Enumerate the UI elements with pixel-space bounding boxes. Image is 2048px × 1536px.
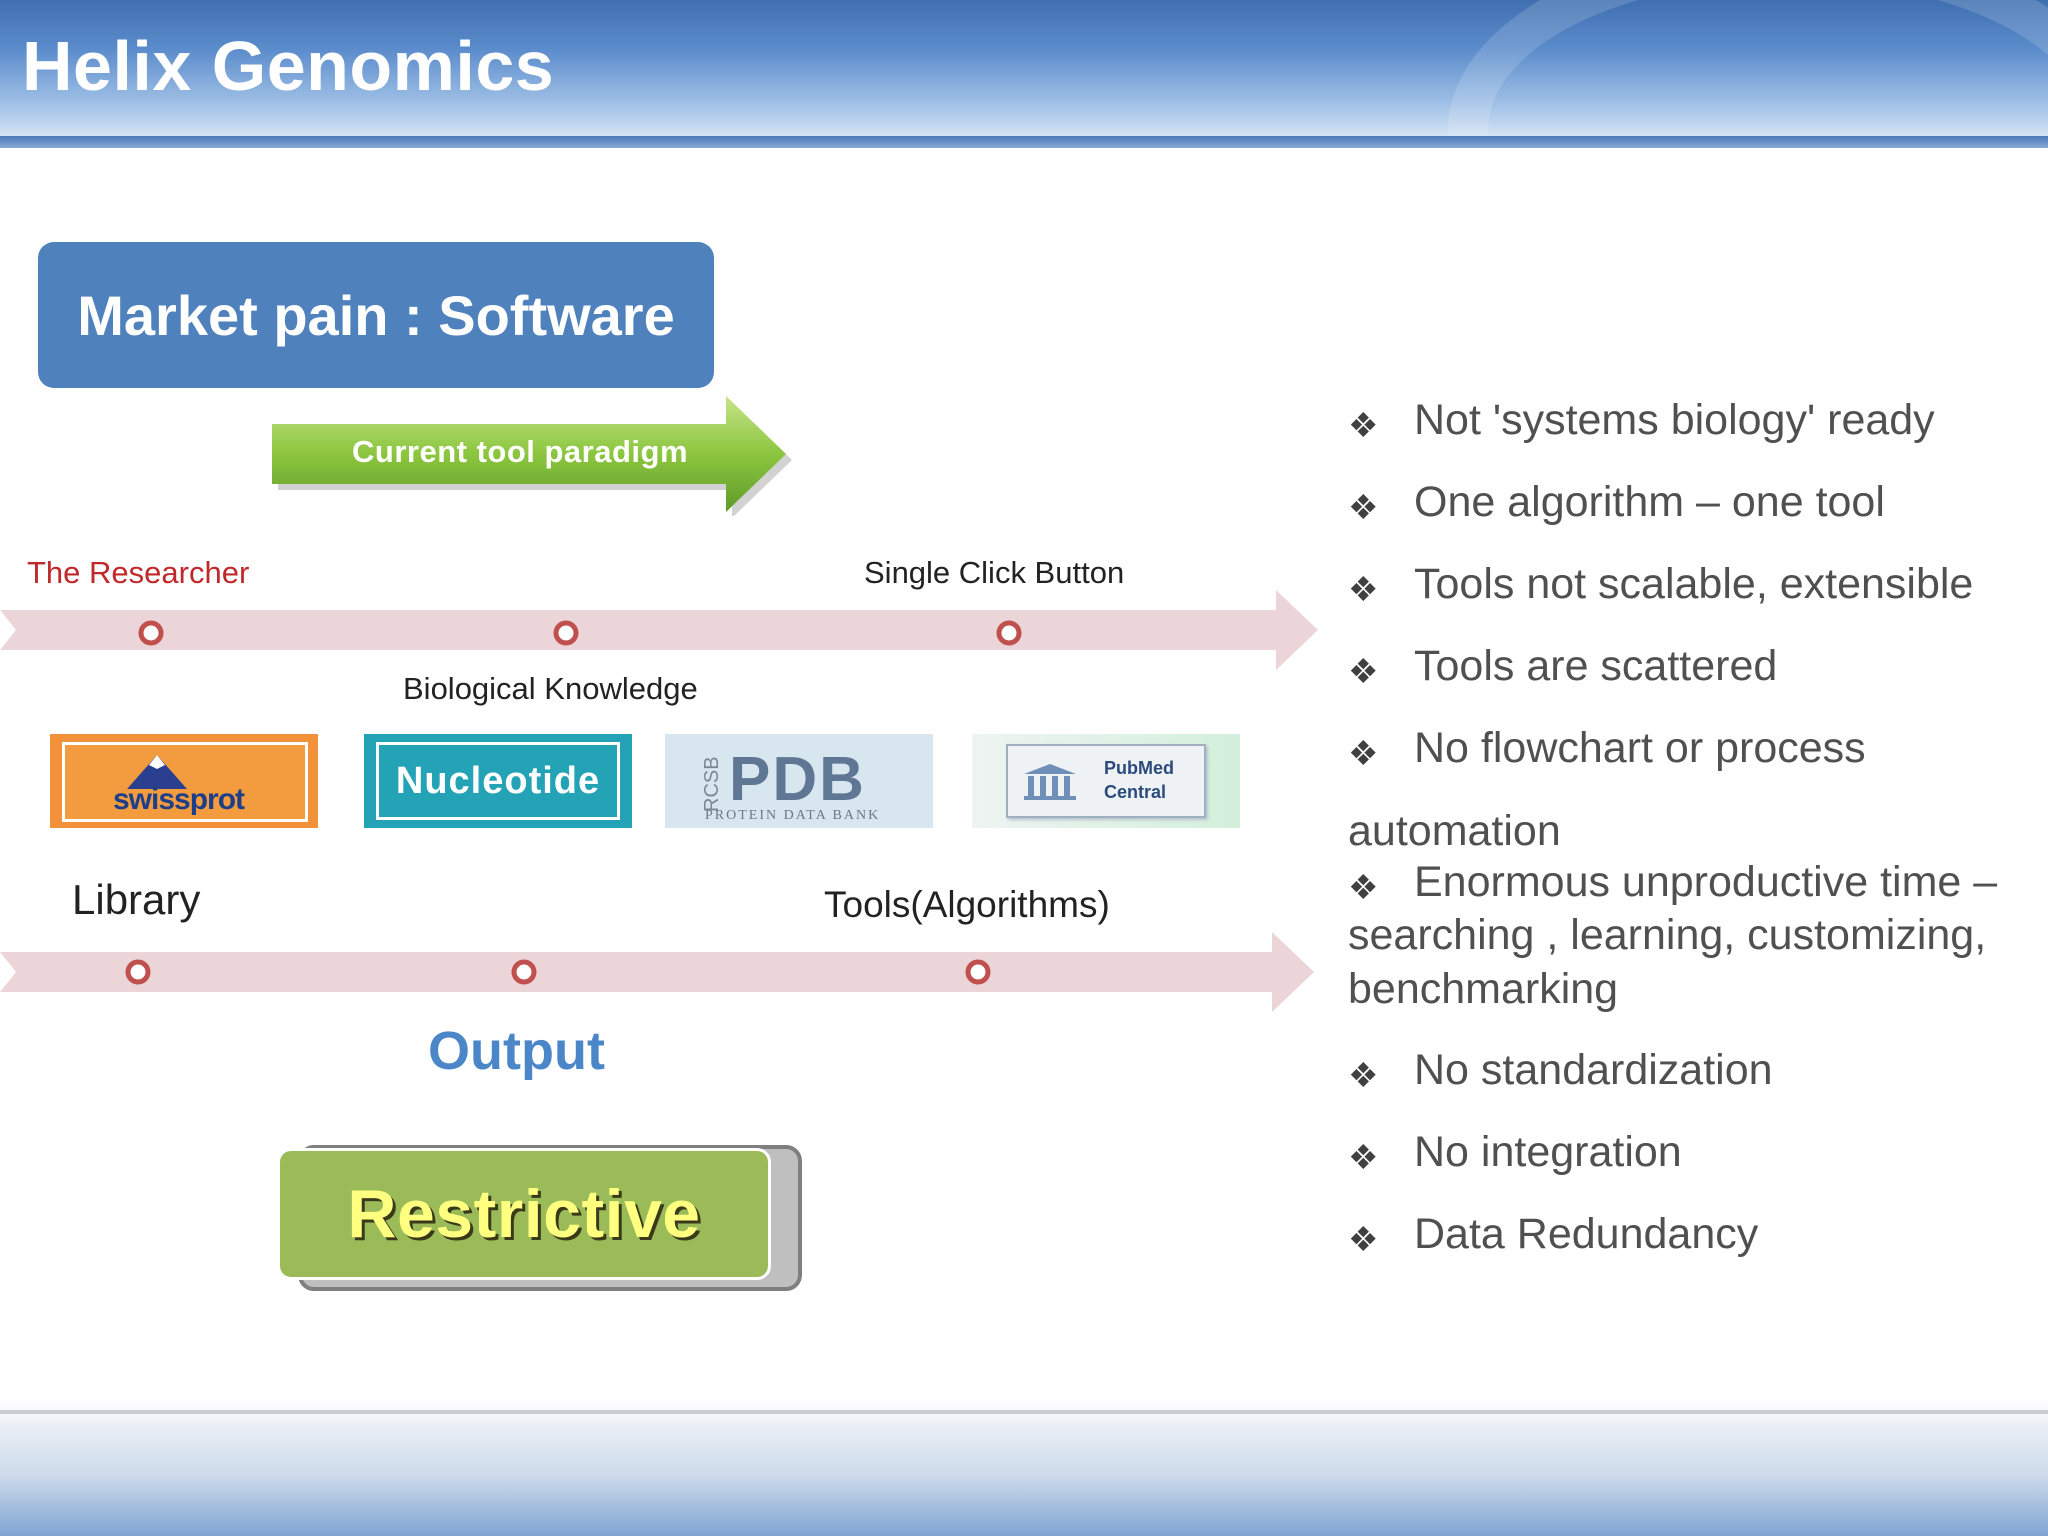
bullet-text: No integration bbox=[1414, 1128, 1682, 1176]
bullet-text: One algorithm – one tool bbox=[1414, 478, 1885, 526]
label-library: Library bbox=[72, 876, 201, 923]
diamond-bullet-icon: ❖ bbox=[1348, 1221, 1379, 1259]
bullet-item: ❖ Data Redundancy bbox=[1348, 1208, 2038, 1260]
swissprot-logo-text: swissprot bbox=[113, 783, 245, 816]
bullet-text: Data Redundancy bbox=[1414, 1210, 1759, 1258]
diamond-bullet-icon: ❖ bbox=[1348, 407, 1379, 445]
pain-points-list: ❖ Not 'systems biology' ready ❖ One algo… bbox=[1348, 394, 2038, 1260]
label-single-click-button: Single Click Button bbox=[864, 555, 1125, 590]
label-tools-algorithms: Tools(Algorithms) bbox=[824, 884, 1110, 925]
label-the-researcher: The Researcher bbox=[27, 555, 250, 590]
pdb-logo[interactable]: RCSB PDB PROTEIN DATA BANK bbox=[665, 734, 933, 828]
bullet-text: No flowchart or process bbox=[1414, 724, 1866, 772]
pdb-logo-text: PDB bbox=[729, 745, 866, 814]
bullet-item: ❖ One algorithm – one tool bbox=[1348, 476, 2038, 528]
nucleotide-logo-text: Nucleotide bbox=[395, 759, 601, 802]
diamond-bullet-icon: ❖ bbox=[1348, 869, 1379, 907]
timeline-node-tools bbox=[965, 959, 991, 985]
label-biological-knowledge: Biological Knowledge bbox=[403, 671, 698, 706]
building-icon bbox=[1024, 764, 1076, 800]
diamond-bullet-icon: ❖ bbox=[1348, 1139, 1379, 1177]
bullet-text: Tools are scattered bbox=[1414, 642, 1778, 690]
pubmed-central-logo[interactable]: PubMed Central bbox=[972, 734, 1240, 828]
diamond-bullet-icon: ❖ bbox=[1348, 735, 1379, 773]
bullet-item: ❖ No standardization bbox=[1348, 1044, 2038, 1096]
timeline-node-knowledge bbox=[553, 620, 579, 646]
restrictive-label: Restrictive bbox=[347, 1176, 701, 1252]
pubmed-badge: PubMed Central bbox=[1006, 744, 1206, 818]
bullet-continuation: automation bbox=[1348, 807, 1561, 855]
bullet-item: ❖ No flowchart or process bbox=[1348, 722, 2038, 774]
timeline-arrow-top bbox=[0, 590, 1318, 670]
diamond-bullet-icon: ❖ bbox=[1348, 1057, 1379, 1095]
bullet-item: ❖ No integration bbox=[1348, 1126, 2038, 1178]
timeline-node-single-click bbox=[996, 620, 1022, 646]
bullet-continuation: searching , learning, customizing, bbox=[1348, 911, 1987, 959]
nucleotide-logo[interactable]: Nucleotide bbox=[364, 734, 632, 828]
diamond-bullet-icon: ❖ bbox=[1348, 571, 1379, 609]
diamond-bullet-icon: ❖ bbox=[1348, 653, 1379, 691]
timeline-arrow-bottom bbox=[0, 932, 1314, 1012]
slide-title-box: Market pain : Software bbox=[38, 242, 714, 388]
header-divider bbox=[0, 136, 2048, 148]
pdb-rcsb-text: RCSB bbox=[701, 756, 723, 812]
bullet-item: ❖ Tools not scalable, extensible bbox=[1348, 558, 2038, 610]
footer-divider bbox=[0, 1410, 2048, 1414]
bullet-text: No standardization bbox=[1414, 1046, 1773, 1094]
bullet-item: ❖ Not 'systems biology' ready bbox=[1348, 394, 2038, 446]
bullet-item: ❖ Enormous unproductive time – bbox=[1348, 856, 2038, 908]
slide-footer-banner bbox=[0, 1400, 2048, 1536]
pubmed-line1: PubMed bbox=[1104, 758, 1174, 778]
timeline-node-researcher bbox=[138, 620, 164, 646]
bullet-text: Not 'systems biology' ready bbox=[1414, 396, 1935, 444]
slide-title: Market pain : Software bbox=[77, 283, 675, 347]
brand-title: Helix Genomics bbox=[22, 27, 555, 105]
restrictive-box: Restrictive bbox=[277, 1148, 771, 1280]
bullet-continuation: benchmarking bbox=[1348, 965, 1619, 1013]
timeline-node-middle bbox=[511, 959, 537, 985]
pdb-subtitle: PROTEIN DATA BANK bbox=[705, 808, 881, 823]
swissprot-logo[interactable]: swissprot bbox=[50, 734, 318, 828]
mountain-icon bbox=[127, 755, 187, 789]
timeline-node-library bbox=[125, 959, 151, 985]
pubmed-line2: Central bbox=[1104, 782, 1167, 802]
bullet-text: Enormous unproductive time – bbox=[1414, 858, 1998, 906]
output-label: Output bbox=[428, 1021, 605, 1081]
paradigm-arrow-label: Current tool paradigm bbox=[352, 434, 689, 469]
bullet-text: Tools not scalable, extensible bbox=[1414, 560, 1974, 608]
paradigm-arrow bbox=[272, 396, 792, 516]
diamond-bullet-icon: ❖ bbox=[1348, 489, 1379, 527]
slide-header-banner bbox=[0, 0, 2048, 138]
bullet-item: ❖ Tools are scattered bbox=[1348, 640, 2038, 692]
